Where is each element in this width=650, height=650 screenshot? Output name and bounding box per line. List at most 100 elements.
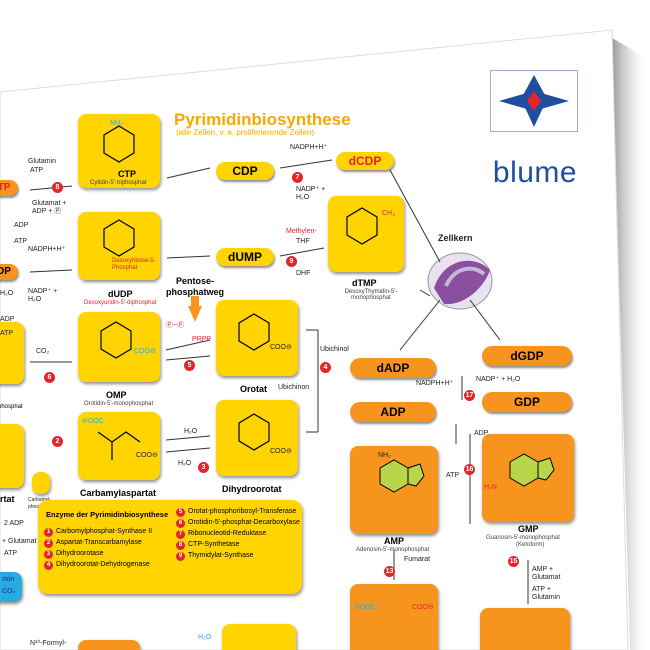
adp-pill: ADP — [350, 402, 436, 422]
pyrimidine-ring-icon — [238, 313, 270, 351]
dudp-box — [78, 212, 160, 280]
dgdp-pill: dGDP — [482, 346, 572, 366]
left-partial-box-3 — [0, 572, 22, 602]
enzyme-name: Aspartat-Transcarbamylase — [56, 539, 142, 546]
left-rtat-label: rtat — [0, 494, 15, 504]
carbamyl-label: Carbamyl- — [28, 497, 52, 503]
adp-label-b: ADP — [474, 430, 489, 437]
enzyme-name: Dihydroorotase — [56, 550, 104, 557]
left-partial-box-2 — [0, 424, 24, 488]
enzyme-number-badge: 5 — [176, 508, 185, 517]
enzyme-number-badge: 6 — [176, 519, 185, 528]
adenylosuccinat-box — [350, 584, 438, 650]
pyrimidine-ring-icon — [100, 321, 132, 359]
left-partial-box-1 — [0, 322, 24, 384]
brand-logo — [490, 70, 578, 132]
atp-glutamin-label: ATP + Glutamin — [532, 586, 561, 601]
carbamylaspartat-coo1-label: ⊖OOC — [82, 418, 104, 425]
step-number: 16 — [464, 464, 475, 475]
left-phosphat-label: phosphat — [0, 404, 23, 410]
omp-name: OMP — [106, 390, 127, 400]
left-2adp-label: 2 ADP — [4, 520, 24, 527]
pyrimidine-ring-icon — [103, 219, 135, 257]
enzyme-name: Dihydroorotat-Dehydrogenase — [56, 561, 150, 568]
amp-box — [350, 446, 438, 534]
dudp-name: dUDP — [108, 289, 133, 299]
dtmp-name: dTMP — [352, 278, 377, 288]
dihydroorotat-coo-label: COO⊖ — [270, 448, 292, 455]
amp-sub: Adenosin-5'-monophosphat — [356, 547, 430, 553]
ctp-sub: Cytidin-5'-triphosphat — [90, 180, 147, 186]
left-adp2-label: ADP — [0, 316, 15, 323]
enzyme-number-badge: 4 — [44, 561, 53, 570]
step-number: 3 — [198, 462, 209, 473]
omp-box — [78, 312, 160, 382]
pyrimidine-ring-icon — [238, 413, 270, 451]
step-number: 15 — [508, 556, 519, 567]
nadp-h2o-label-2: NADP⁺ + H₂O — [296, 186, 326, 201]
brand-logo-icon — [499, 75, 569, 127]
left-atp-label: ATP — [4, 550, 18, 557]
gmp-box — [482, 434, 574, 522]
purine-ring-icon — [379, 459, 425, 493]
gmp-sub: Guanosin-5'-monophosphat — [486, 535, 560, 541]
zellkern-label: Zellkern — [438, 233, 473, 243]
gmp-h2n-label: H₂N — [484, 484, 497, 491]
left-atp2-label: ATP — [0, 330, 14, 337]
fumarat-mol-coo2: COO⊖ — [412, 604, 434, 611]
cell-nucleus-icon — [427, 252, 493, 310]
enzyme-name: Carbomylphosphat-Synthase II — [56, 528, 153, 535]
left-tp-pill: TP — [0, 180, 18, 196]
bottom-right-box — [480, 608, 570, 650]
amp-glutamat-label: AMP + Glutamat — [532, 566, 561, 581]
gmp-name: GMP — [518, 524, 539, 534]
ctp-box — [78, 114, 160, 188]
enzyme-number-badge: 3 — [44, 550, 53, 559]
ubichinon-label: Ubichinon — [278, 384, 310, 391]
step-number: 7 — [292, 172, 303, 183]
left-glutamat-label: + Glutamat — [2, 538, 37, 545]
step-number: 5 — [184, 360, 195, 371]
bottom-left-box — [78, 640, 140, 650]
enzyme-name: Ribonucleotid-Reduktase — [188, 530, 267, 537]
step-number: 17 — [464, 390, 475, 401]
omp-sub: Orotidin-5'-monophosphat — [84, 401, 154, 407]
left-dp-pill: DP — [0, 264, 18, 280]
gdp-pill: GDP — [482, 392, 572, 412]
pyrimidine-ring-icon — [103, 125, 135, 163]
amp-name: AMP — [384, 536, 404, 546]
methylen-label: Methylen- — [286, 228, 317, 235]
enzyme-name: Orotat-phosphoribosyl-Transferase — [188, 508, 297, 515]
cdp-pill: CDP — [216, 162, 274, 180]
bottom-mid-box — [222, 624, 296, 650]
orotat-box — [216, 300, 298, 376]
dudp-sub: Desoxyuridin-5'-diphosphat — [84, 300, 157, 306]
step-number: 13 — [384, 566, 395, 577]
left-min-label: min — [2, 576, 15, 583]
dudp-sugar-label: Desoxyribose-5-Phosphat — [112, 258, 156, 271]
enzyme-legend-title: Enzyme der Pyrimidinbiosynthese — [46, 510, 169, 519]
nadp-h2o-label-b: NADP⁺ + H₂O — [476, 376, 521, 383]
left-h2o-label: H₂O — [0, 290, 14, 297]
pentose-label: Pentose- — [176, 276, 215, 286]
fumarat-mol-coo1: ⊖OOC — [354, 604, 376, 611]
dtmp-box — [328, 196, 404, 272]
atp-label-b: ATP — [446, 472, 460, 479]
pyrimidine-ring-icon — [346, 207, 378, 245]
dtmp-ch3-label: CH₃ — [382, 210, 395, 217]
ctp-name: CTP — [118, 169, 136, 179]
step-number: 9 — [286, 256, 297, 267]
dhf-label: DHF — [296, 270, 311, 277]
left-co2-label: CO₂ — [2, 588, 16, 595]
enzyme-name: Orotidin-5'-phosphat-Decarboxylase — [188, 519, 300, 526]
